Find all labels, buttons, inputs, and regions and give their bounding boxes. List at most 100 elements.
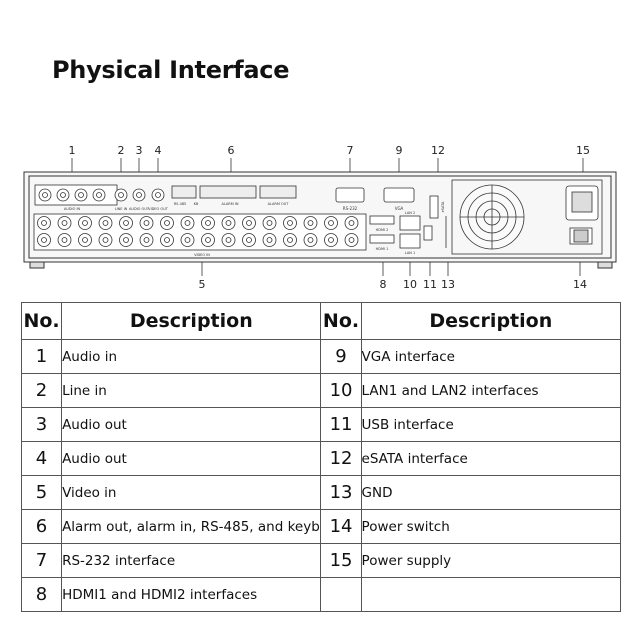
video-in-bnc-center [61,237,68,243]
video-in-bnc-center [205,237,211,243]
callout-4: 4 [155,144,162,157]
vga-label: VGA [395,206,404,211]
rear-panel-diagram: 1 2 3 4 6 7 9 12 15 5 8 10 11 13 14 [23,144,617,291]
video-in-bnc-center [246,220,252,226]
video-in-bnc-center [123,237,129,243]
video-in-bnc-center [246,237,252,243]
callout-3: 3 [136,144,143,157]
video-in-bnc-center [41,237,47,243]
video-in-bnc-center [348,237,355,243]
video-in-bnc-center [225,237,232,243]
callout-8: 8 [380,278,387,291]
row-description-left: Audio out [61,407,322,442]
video-in-bnc-center [266,220,273,226]
row-number-right: 15 [320,543,362,578]
callout-15: 15 [576,144,590,157]
video-in-bnc-center [287,237,293,243]
row-number-right [320,577,362,612]
callout-14: 14 [573,278,587,291]
video-in-bnc-center [164,237,170,243]
video-in-bnc-center [307,220,314,226]
row-description-left: HDMI1 and HDMI2 interfaces [61,577,322,612]
row-number-left: 4 [20,441,63,476]
video-in-bnc-center [328,220,334,226]
row-description-right: VGA interface [360,339,622,374]
row-description-right: eSATA interface [360,441,622,476]
callout-9: 9 [396,144,403,157]
video-in-bnc-center [307,237,314,243]
lan1-label: LAN 1 [405,251,415,255]
header-no-right: No. [320,302,362,340]
rs232-label: RS-232 [343,206,358,211]
callout-11: 11 [423,278,437,291]
video-in-bnc-center [205,220,211,226]
row-description-left: Audio out [61,441,322,476]
row-number-right: 13 [320,475,362,510]
video-in-bnc-center [348,220,355,226]
callout-10: 10 [403,278,417,291]
video-in-bnc-center [102,220,109,226]
row-number-left: 5 [20,475,63,510]
hdmi1-label: HDMI 1 [376,247,389,251]
video-in-bnc-center [225,220,232,226]
row-number-right: 9 [320,339,362,374]
video-in-bnc-center [82,220,88,226]
callout-6: 6 [228,144,235,157]
row-number-right: 11 [320,407,362,442]
video-in-bnc-center [287,220,293,226]
row-description-right: USB interface [360,407,622,442]
line-in-label: LINE IN [115,207,128,211]
row-number-right: 12 [320,441,362,476]
rs485-label: RS-485 [174,202,187,206]
video-in-bnc-center [184,237,191,243]
row-description-right: Power supply [360,543,622,578]
hdmi2-label: HDMI 2 [376,228,389,232]
row-description-left: Alarm out, alarm in, RS-485, and keyboar… [61,509,322,544]
video-in-bnc-center [61,220,68,226]
video-in-bnc-center [328,237,334,243]
row-description-right: LAN1 and LAN2 interfaces [360,373,622,408]
video-in-bnc-center [102,237,109,243]
row-number-left: 8 [20,577,63,612]
row-description-right: Power switch [360,509,622,544]
callout-2: 2 [118,144,125,157]
lan2-label: LAN 2 [405,211,415,215]
callout-7: 7 [347,144,354,157]
row-number-left: 3 [20,407,63,442]
callout-13: 13 [441,278,455,291]
row-number-left: 2 [20,373,63,408]
video-in-bnc-center [164,220,170,226]
table-header-row: No. Description No. Description [20,302,622,340]
video-in-bnc-center [143,237,150,243]
audio-in-label: AUDIO IN [64,207,81,211]
alarm-in-label: ALARM IN [221,202,238,206]
row-description-left: Video in [61,475,322,510]
page-title: Physical Interface [52,56,290,84]
row-description-left: Audio in [61,339,322,374]
alarm-out-label: ALARM OUT [268,202,290,206]
header-no-left: No. [20,302,63,340]
row-number-right: 10 [320,373,362,408]
video-in-bnc-center [143,220,150,226]
video-in-bnc-center [82,237,88,243]
row-description-left: Line in [61,373,322,408]
callout-12: 12 [431,144,445,157]
row-number-left: 7 [20,543,63,578]
callout-5: 5 [199,278,206,291]
video-in-bnc-center [41,220,47,226]
row-number-left: 6 [20,509,63,544]
video-in-bnc-center [123,220,129,226]
row-description-right: GND [360,475,622,510]
row-description-right [360,577,622,612]
row-number-left: 1 [20,339,63,374]
header-description-left: Description [61,302,322,340]
